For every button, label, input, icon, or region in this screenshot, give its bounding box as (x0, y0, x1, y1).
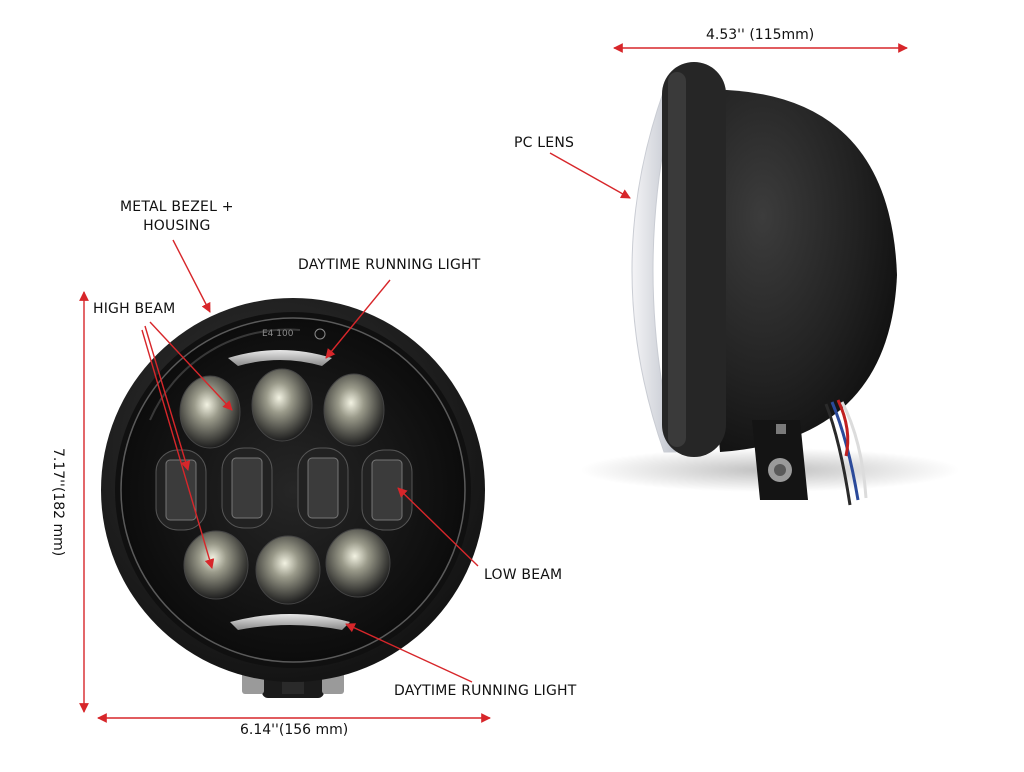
svg-text:E4 100: E4 100 (262, 329, 294, 339)
side-headlight (580, 62, 960, 506)
arrow-high-beam-3 (141, 329, 215, 569)
arrow-metal-bezel (172, 239, 211, 313)
side-wires (824, 399, 868, 506)
label-high-beam: HIGH BEAM (93, 301, 176, 317)
label-metal-bezel-line2: HOUSING (143, 218, 211, 234)
label-metal-bezel-line1: METAL BEZEL + (120, 199, 234, 215)
arrow-drl-top (325, 279, 391, 359)
label-drl-bottom: DAYTIME RUNNING LIGHT (394, 683, 577, 699)
bottom-drl-strip (230, 614, 350, 630)
side-housing-bowl (690, 89, 897, 452)
label-metal-bezel-housing: METAL BEZEL + HOUSING (120, 198, 234, 236)
arrow-high-beam-2 (144, 325, 191, 471)
top-drl-strip (228, 350, 332, 366)
dimension-height: 7.17''(182 mm) (50, 448, 66, 557)
label-pc-lens: PC LENS (514, 135, 575, 151)
annotation-arrows (79, 43, 908, 723)
dimension-depth: 4.53'' (115mm) (706, 27, 815, 43)
side-mount-bracket (752, 420, 808, 500)
pc-lens (631, 89, 677, 453)
arrow-drl-bottom (345, 623, 473, 683)
front-headlight: E4 100 (101, 298, 485, 698)
label-low-beam: LOW BEAM (484, 567, 563, 583)
lower-reflectors (183, 528, 391, 605)
dimension-width: 6.14''(156 mm) (240, 722, 349, 738)
label-drl-top: DAYTIME RUNNING LIGHT (298, 257, 481, 273)
arrow-pc-lens (549, 152, 631, 199)
low-beam-projectors (155, 447, 413, 531)
arrow-high-beam-1 (149, 321, 233, 411)
arrow-low-beam (397, 487, 479, 567)
high-beam-reflectors (179, 368, 385, 449)
